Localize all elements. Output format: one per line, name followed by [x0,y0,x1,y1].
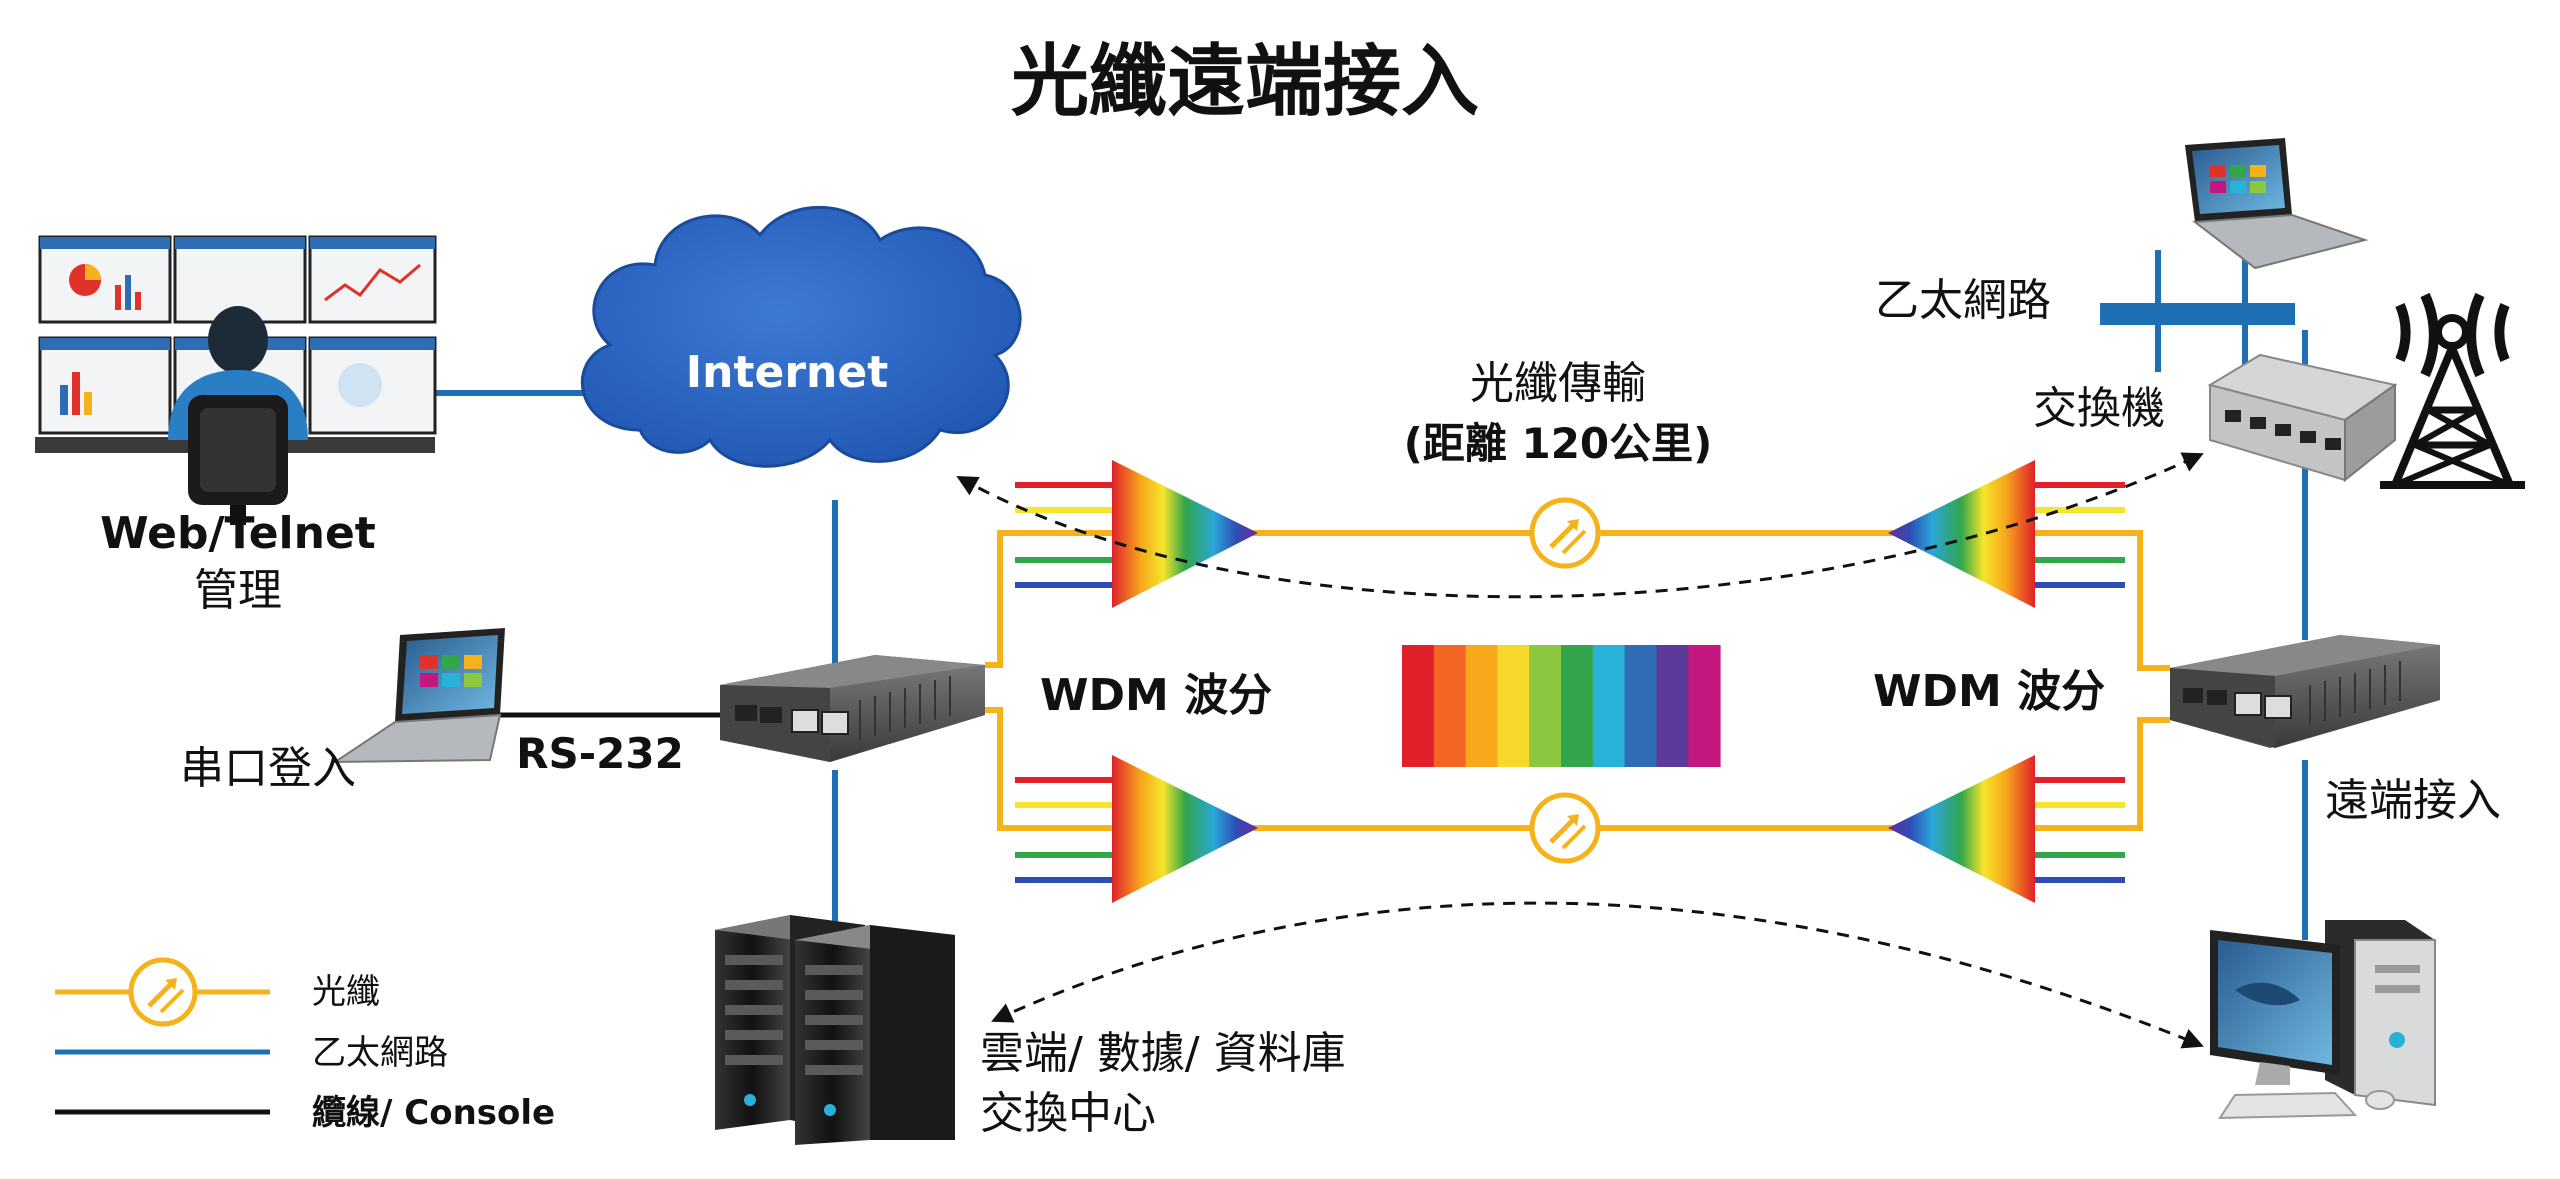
internet-cloud: Internet [580,205,1022,468]
network-switch [2207,353,2398,483]
media-converter-right [2170,635,2440,748]
operator-workstation [35,235,437,525]
wdm-left-label: WDM 波分 [1040,670,1272,721]
dashed-arrow-upper [956,452,2204,599]
legend-item-ethernet: 乙太網路 [55,1033,448,1073]
remote-access-label: 遠端接入 [2325,775,2501,826]
switch-label: 交換機 [2033,383,2165,434]
legend-fiber-label: 光纖 [312,972,380,1012]
desktop-computer [2210,920,2436,1120]
distance-label: (距離 120公里) [1404,419,1713,468]
datacenter-label-line1: 雲端/ 數據/ 資料庫 [980,1028,1346,1079]
fiber-symbol-upper [1529,497,1601,569]
datacenter-label-line2: 交換中心 [980,1088,1156,1139]
fiber-symbol-lower [1529,792,1601,864]
fiber-transmission-label: 光纖傳輸 [1470,358,1646,409]
management-label: 管理 [194,565,282,616]
legend-item-console: 纜線/ Console [55,1093,555,1133]
spectrum-band-3 [1497,645,1530,767]
wdm-spectrum-band [1402,645,1721,767]
spectrum-band-5 [1561,645,1594,767]
internet-label: Internet [686,347,888,398]
laptop-ethernet [2185,138,2369,270]
spectrum-band-4 [1529,645,1562,767]
dashed-arrow-lower [991,901,2204,1049]
media-converter-left [720,655,985,762]
web-telnet-label: Web/Telnet [100,508,376,559]
spectrum-band-8 [1656,645,1689,767]
datacenter-servers [715,915,955,1145]
legend-ethernet-label: 乙太網路 [312,1033,448,1073]
legend-item-fiber: 光纖 [55,957,380,1027]
spectrum-band-6 [1592,645,1626,767]
spectrum-band-0 [1402,645,1435,767]
wdm-prism-right-lower [1888,755,2125,903]
spectrum-band-2 [1465,645,1498,767]
serial-login-label: 串口登入 [180,743,356,794]
antenna-tower-icon [2380,292,2525,489]
rs232-label: RS-232 [516,729,684,778]
wdm-right-label: WDM 波分 [1873,666,2105,717]
ethernet-links [435,250,2308,940]
legend: 光纖 乙太網路 纜線/ Console [55,957,555,1133]
spectrum-band-7 [1624,645,1657,767]
ethernet-label: 乙太網路 [1875,275,2051,326]
ethernet-bus [2100,303,2295,325]
spectrum-band-1 [1433,645,1467,767]
spectrum-band-9 [1688,645,1721,767]
diagram-title: 光纖遠端接入 [1011,37,1479,127]
wdm-prism-left-lower [1015,755,1258,903]
legend-console-label: 纜線/ Console [312,1093,555,1133]
laptop-serial [331,628,505,764]
